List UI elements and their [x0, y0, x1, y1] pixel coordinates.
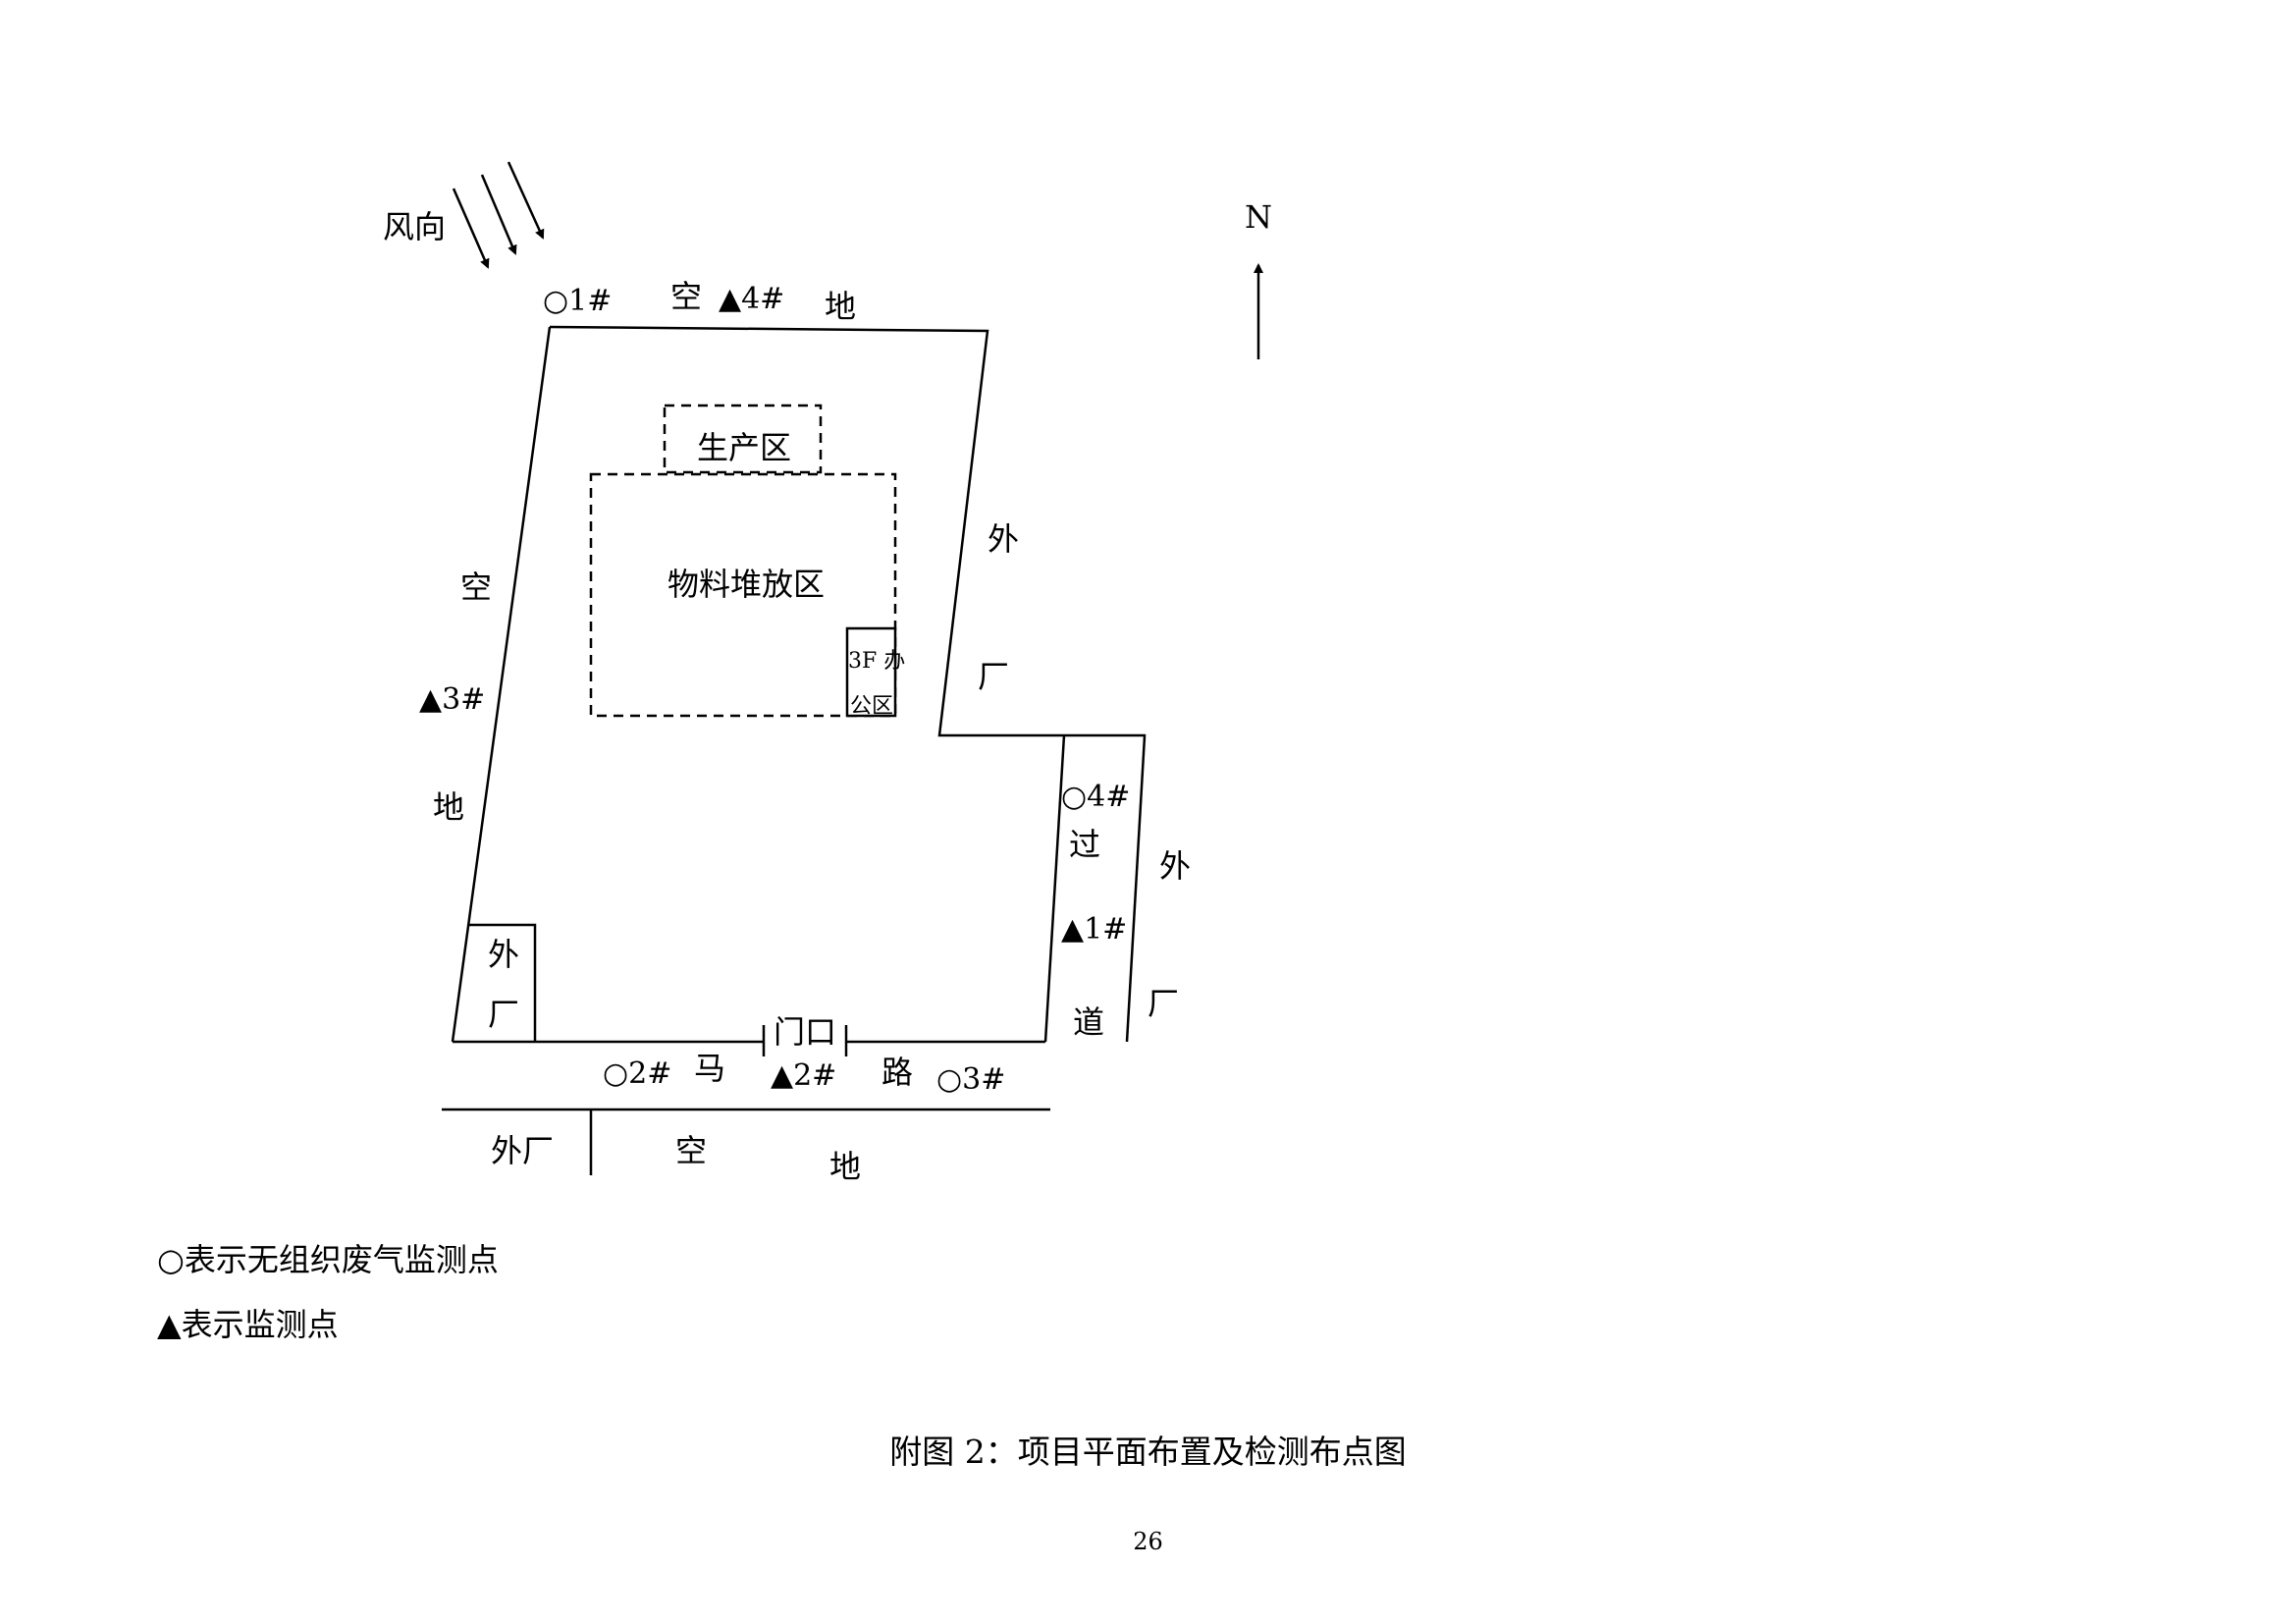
monitoring-point-o4: ○4# — [1061, 780, 1130, 814]
north-di-label: 地 — [825, 288, 856, 325]
page-number: 26 — [1133, 1528, 1163, 1555]
figure-caption: 附图 2：项目平面布置及检测布点图 — [889, 1433, 1407, 1471]
bottom-di-label: 地 — [829, 1148, 861, 1185]
road-lu-label: 路 — [881, 1054, 913, 1091]
gate-label: 门口 — [774, 1013, 836, 1051]
wind-direction-label: 风向 — [383, 208, 446, 245]
legend-triangle: ▲表示监测点 — [157, 1306, 339, 1343]
passage-guo-label: 过 — [1069, 826, 1100, 863]
passage-dao-label: 道 — [1073, 1003, 1104, 1041]
office-label-line1: 3F 办 — [848, 649, 905, 674]
corner-factory-box — [469, 923, 537, 1042]
corner-chang-label: 厂 — [488, 996, 519, 1033]
east-chang-label: 厂 — [978, 658, 1009, 695]
production-zone — [663, 404, 823, 474]
storage-zone — [589, 472, 897, 718]
bottom-waichang-label: 外厂 — [491, 1132, 554, 1169]
road-ma-label: 马 — [694, 1050, 725, 1087]
legend-circle: ○表示无组织废气监测点 — [157, 1241, 499, 1278]
office-label-line2: 公区 — [850, 694, 893, 719]
monitoring-point-t4: ▲4# — [719, 282, 784, 316]
north-label: N — [1245, 198, 1272, 236]
production-zone-label: 生产区 — [697, 429, 791, 466]
far-east-wai-label: 外 — [1159, 847, 1191, 885]
site-boundary-west — [451, 326, 552, 1043]
corner-wai-label: 外 — [488, 936, 519, 973]
wind-arrows — [452, 161, 545, 269]
office-building — [845, 626, 897, 718]
far-east-chang-label: 厂 — [1148, 985, 1179, 1022]
monitoring-point-t3: ▲3# — [419, 682, 485, 717]
site-boundary — [549, 325, 1147, 737]
monitoring-point-o2: ○2# — [603, 1056, 671, 1091]
site-boundary-east-lower — [1043, 734, 1066, 1043]
west-kong-label: 空 — [460, 568, 492, 606]
monitoring-point-t2: ▲2# — [771, 1058, 836, 1093]
monitoring-point-o3: ○3# — [936, 1062, 1005, 1097]
north-kong-label: 空 — [670, 278, 702, 315]
east-wai-label: 外 — [988, 520, 1019, 558]
bottom-kong-label: 空 — [675, 1132, 707, 1169]
monitoring-point-t1: ▲1# — [1061, 912, 1127, 947]
monitoring-point-o1: ○1# — [543, 284, 612, 318]
storage-zone-label: 物料堆放区 — [667, 566, 825, 603]
passage-outer-wall — [1125, 735, 1147, 1043]
west-di-label: 地 — [433, 788, 464, 826]
